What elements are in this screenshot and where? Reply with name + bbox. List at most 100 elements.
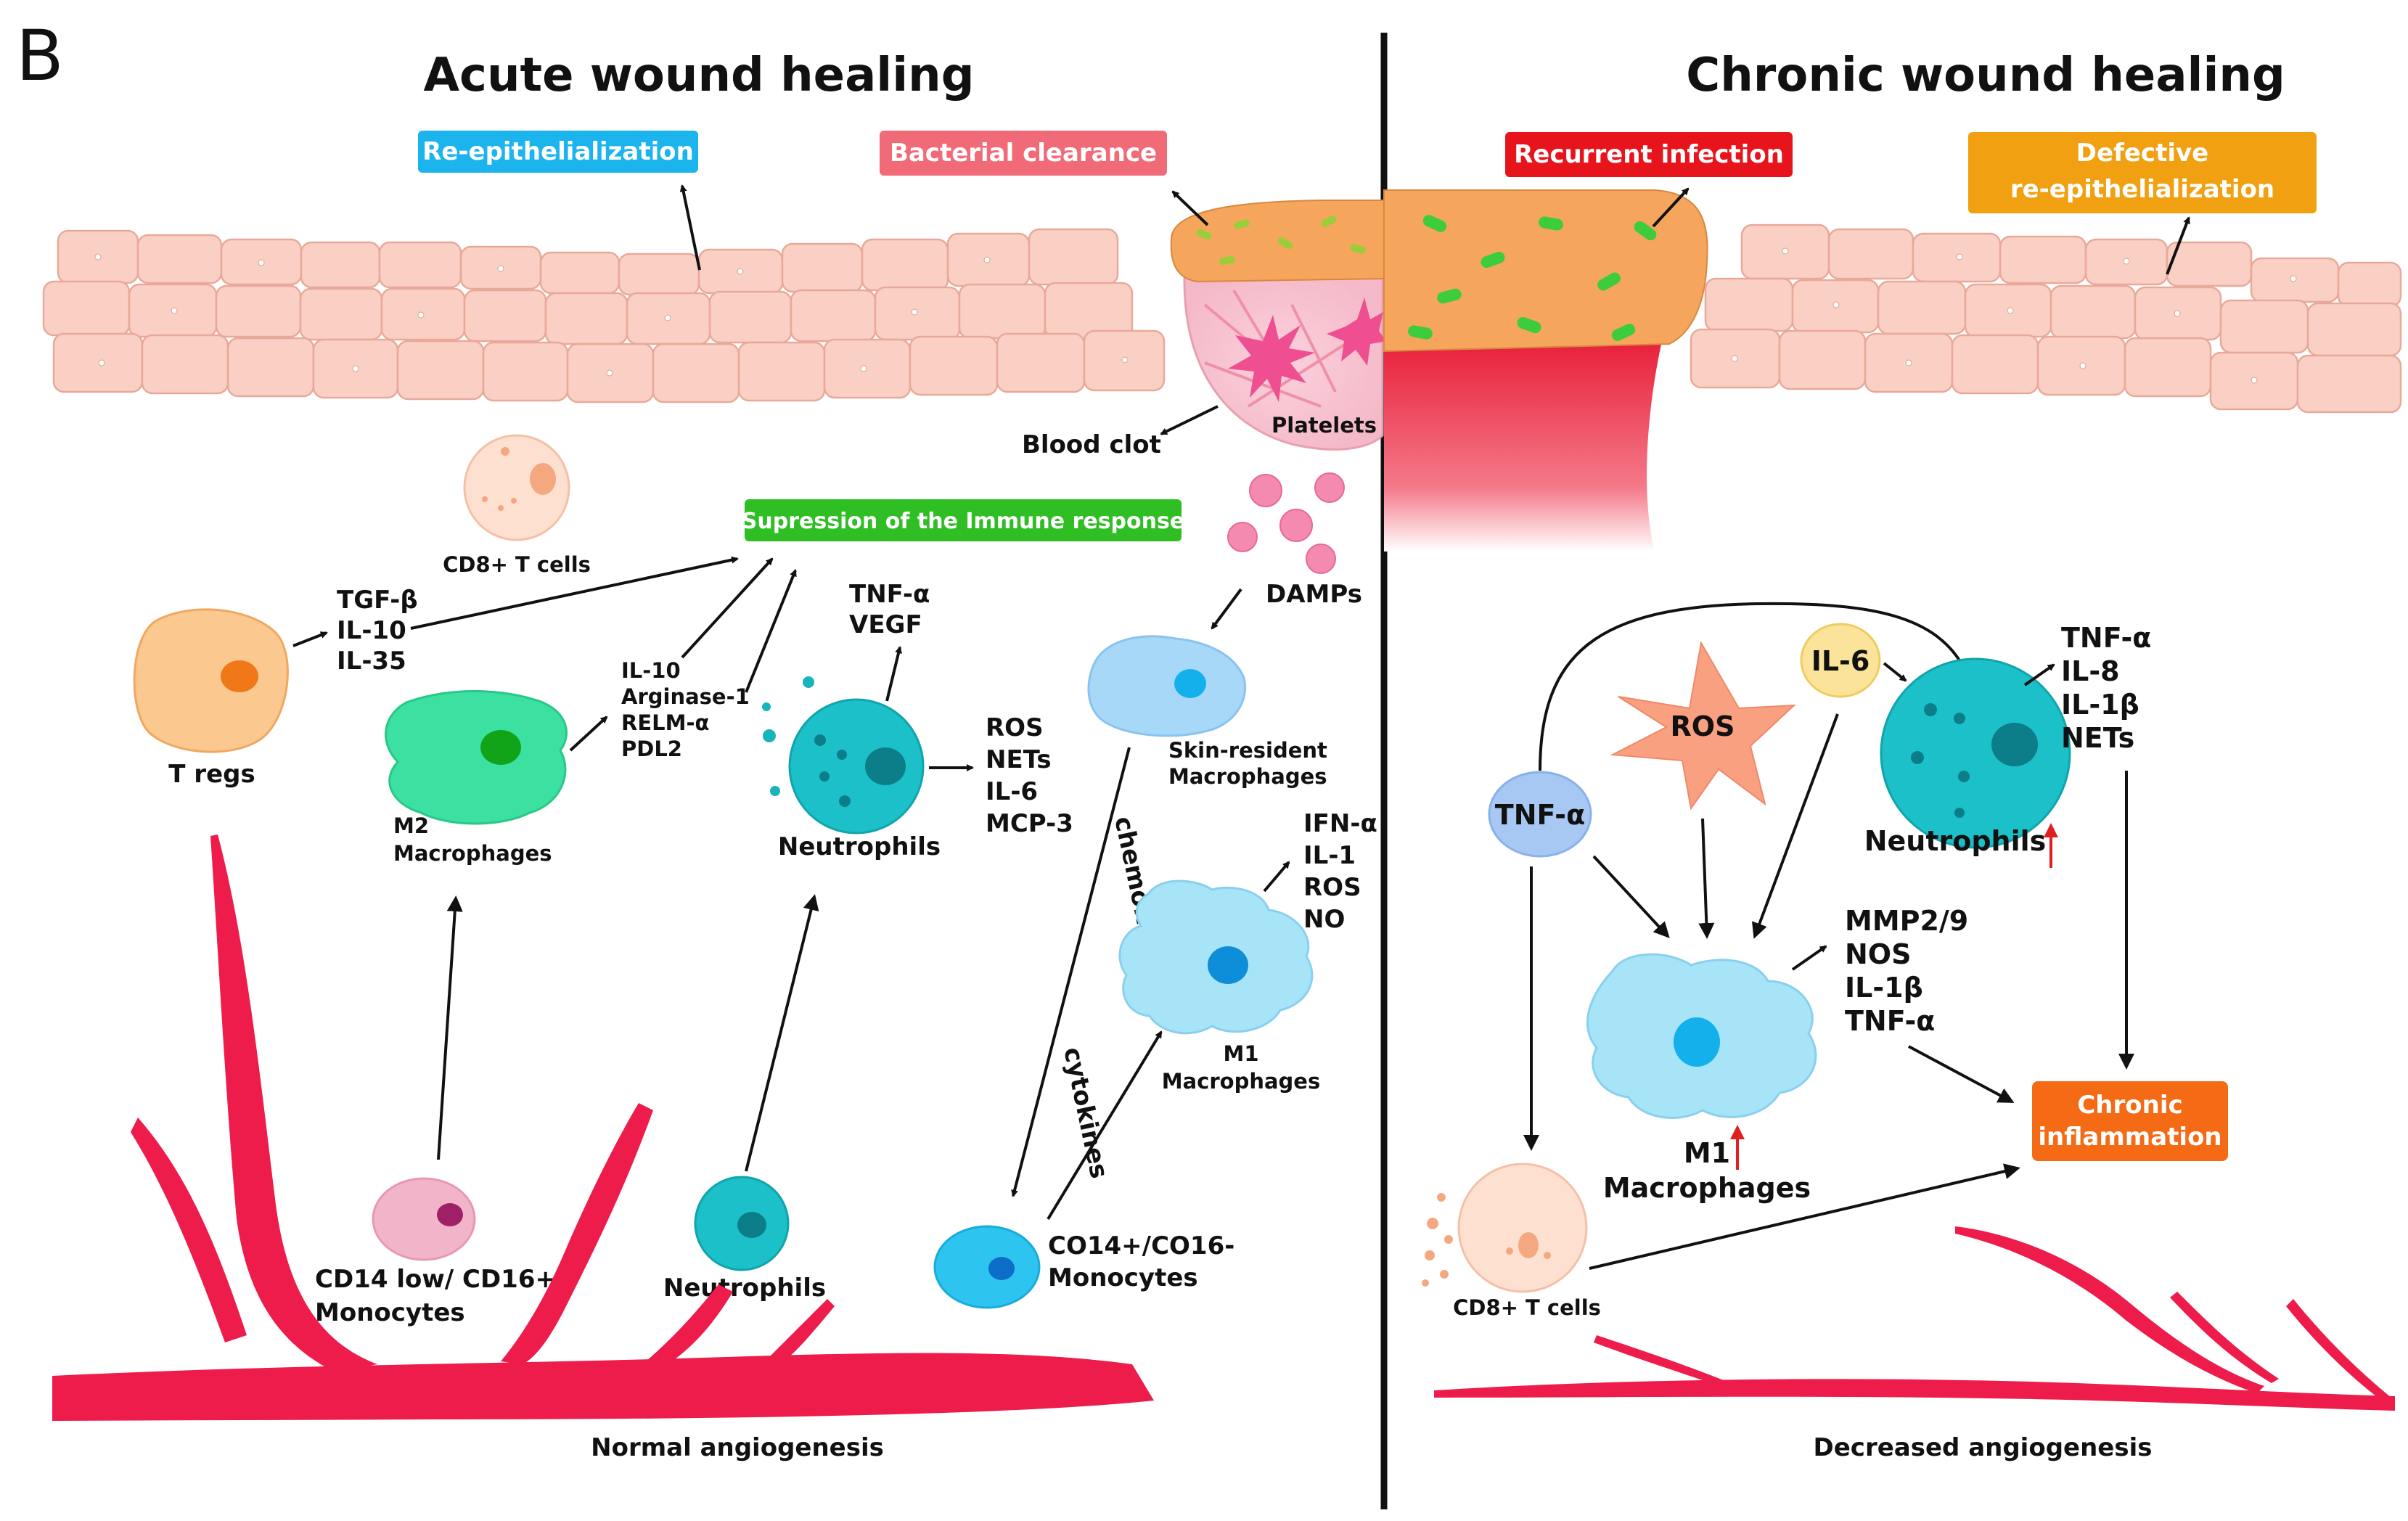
arrow-neutrophil-to-products: [2023, 663, 2055, 686]
il-10-label: IL-10: [337, 616, 406, 645]
tnf-alpha-label-acute: TNF-α: [849, 580, 930, 609]
acute-skin-layer: [42, 228, 1166, 403]
cd14-low-monocytes-label: Monocytes: [315, 1298, 465, 1327]
m2-macrophage-icon: [385, 690, 568, 825]
no-label: NO: [1303, 905, 1345, 934]
m2-mediator-relm: RELM-α: [621, 710, 709, 735]
neutrophil-icon-acute-upper: [762, 676, 925, 835]
ros-star-icon: [1610, 641, 1796, 811]
macrophages-label-chronic: Macrophages: [1603, 1172, 1811, 1204]
chronic-blood-vessel: [1434, 1226, 2395, 1411]
m1-macrophage-icon-acute: [1118, 880, 1314, 1035]
defective-re-epithelialization-box: Defective re-epithelialization: [1968, 132, 2317, 213]
platelet-icon: [1228, 315, 1315, 402]
arrow-tregs-to-supression: [410, 556, 739, 630]
il-35-label: IL-35: [337, 647, 406, 676]
arrow-to-blood-clot: [1160, 405, 1219, 435]
svg-text:Supression of the Immune respo: Supression of the Immune response: [742, 509, 1184, 534]
ros-label-chronic: ROS: [1671, 710, 1735, 742]
m2-mediator-il10: IL-10: [621, 658, 681, 683]
svg-text:Re-epithelialization: Re-epithelialization: [422, 137, 694, 166]
cd14-low-label: CD14 low/ CD16+: [315, 1265, 556, 1294]
t-reg-cell-icon: [133, 608, 289, 753]
arrow-ros-to-m1: [1698, 818, 1715, 939]
acute-blood-vessel: [52, 835, 1154, 1421]
platelet-icon: [1327, 298, 1386, 366]
nets-label-chronic: NETs: [2061, 722, 2134, 754]
m2-mediator-arginase: Arginase-1: [621, 684, 750, 709]
decreased-angiogenesis-label: Decreased angiogenesis: [1814, 1433, 2153, 1462]
svg-text:Chronic: Chronic: [2077, 1091, 2182, 1120]
il-1b-mediator-label: IL-1β: [1845, 972, 1923, 1004]
co14-monocytes-label: Monocytes: [1048, 1263, 1198, 1292]
m1-label-acute: M1: [1223, 1041, 1258, 1066]
arrow-m2-to-mediators: [569, 716, 608, 752]
m1-macrophage-icon-chronic: [1586, 953, 1817, 1119]
panel-letter: B: [16, 15, 64, 97]
clot-cap-chronic: [1383, 189, 1708, 353]
svg-text:Defective: Defective: [2076, 139, 2208, 168]
tnf-alpha-neutrophil-product: TNF-α: [2061, 622, 2151, 654]
arrow-tregs-to-tgf: [292, 631, 328, 647]
cd8-t-cells-label-chronic: CD8+ T cells: [1453, 1295, 1601, 1320]
arrow-m1-to-mediators: [1791, 945, 1827, 971]
mmp-label: MMP2/9: [1845, 905, 1968, 937]
blood-clot-area: [1170, 189, 1708, 552]
arrow-monocyte-to-m1: [1047, 1030, 1163, 1221]
acute-title: Acute wound healing: [423, 49, 974, 102]
arrow-neutrophil-to-tnf: [885, 646, 902, 702]
ros-label-acute: ROS: [986, 713, 1044, 742]
chronic-skin-layer: [1690, 224, 2402, 414]
m2-mediator-pdl2: PDL2: [621, 737, 682, 761]
skin-resident-macrophage-icon: [1087, 635, 1246, 737]
cytokines-label: cytokines: [1057, 1045, 1113, 1181]
m1-macrophages-label-acute: Macrophages: [1162, 1069, 1321, 1094]
m1-label-chronic: M1: [1684, 1137, 1730, 1169]
arrow-m1-to-products: [1263, 861, 1290, 893]
arrow-cd8-to-chronic-inflammation: [1589, 1163, 2020, 1270]
skin-resident-label: Skin-resident: [1168, 738, 1327, 763]
cd14-low-monocyte-icon: [372, 1177, 476, 1261]
blood-clot-label: Blood clot: [1022, 430, 1161, 459]
t-regs-label: T regs: [168, 760, 255, 789]
nets-label-acute: NETs: [986, 745, 1052, 774]
arrow-skin-macrophage-to-monocyte: [1011, 747, 1131, 1197]
arrow-cd14-to-m2: [437, 895, 463, 1160]
arrow-mediators-to-chronic-inflammation: [1908, 1045, 2015, 1103]
platelets-label: Platelets: [1271, 413, 1377, 438]
svg-text:Recurrent infection: Recurrent infection: [1514, 140, 1784, 169]
chronic-title: Chronic wound healing: [1686, 49, 2285, 102]
arrow-to-recurrent: [1652, 187, 1690, 228]
neutrophils-label-chronic: Neutrophils: [1864, 825, 2047, 857]
recurrent-infection-box: Recurrent infection: [1505, 132, 1793, 177]
svg-text:Bacterial clearance: Bacterial clearance: [890, 139, 1157, 168]
arrow-neutrophil-to-supression: [745, 569, 797, 693]
damps-label: DAMPs: [1266, 580, 1362, 609]
supression-immune-box: Supression of the Immune response: [742, 499, 1184, 541]
arrow-il6-to-m1: [1751, 713, 1839, 939]
re-epithelialization-box: Re-epithelialization: [418, 131, 698, 173]
arrow-tnf-to-m1: [1592, 855, 1670, 938]
normal-angiogenesis-label: Normal angiogenesis: [591, 1433, 884, 1462]
bacterial-clearance-box: Bacterial clearance: [880, 131, 1167, 176]
il-6-label-acute: IL-6: [986, 777, 1038, 806]
m2-macrophages-label: Macrophages: [393, 841, 552, 866]
chronic-wound-bed: [1384, 341, 1662, 552]
tgf-beta-label: TGF-β: [337, 586, 418, 615]
arrow-il6-to-neutrophil: [1883, 662, 1907, 682]
il-1b-label-chronic: IL-1β: [2061, 689, 2139, 721]
arrow-damps-to-skin-macrophage: [1211, 588, 1242, 630]
tnf-alpha-mediator-label: TNF-α: [1845, 1005, 1935, 1037]
il-8-label: IL-8: [2061, 655, 2120, 687]
damps-icon: [1227, 472, 1345, 574]
cd8-t-cell-icon: [463, 434, 570, 541]
il-6-cell-icon: [1800, 623, 1881, 698]
neutrophil-icon-chronic: [1880, 657, 2071, 849]
arrow-m2-mediators-to-supression: [681, 557, 774, 659]
m2-label: M2: [393, 813, 429, 838]
arrow-tnf-to-neutrophil: [1539, 602, 1967, 771]
tnf-alpha-label-chronic: TNF-α: [1495, 799, 1585, 831]
nos-label: NOS: [1845, 938, 1911, 970]
arrow-to-bacterial: [1171, 190, 1209, 226]
mcp-3-label: MCP-3: [986, 809, 1073, 838]
